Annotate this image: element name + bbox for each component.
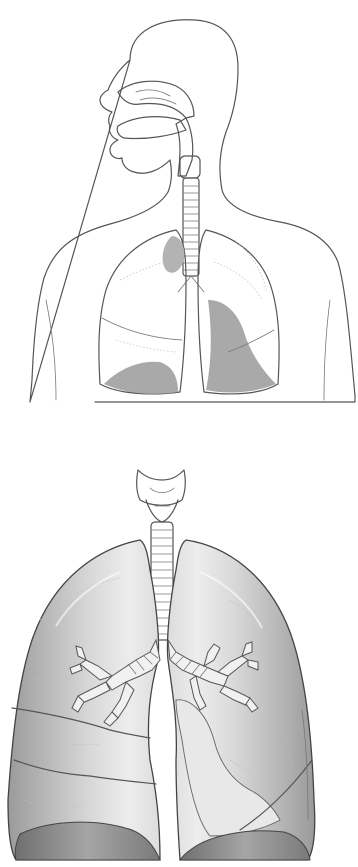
left-lung-shadow-top xyxy=(206,300,276,392)
right-lung-shadow-top xyxy=(104,362,178,394)
lungs-top xyxy=(99,230,279,394)
larynx xyxy=(137,470,186,522)
upper-body-panel xyxy=(30,20,355,402)
isolated-lungs-panel xyxy=(8,470,315,860)
oral-cavity xyxy=(117,117,186,139)
right-arm-line xyxy=(324,300,330,400)
trachea-top xyxy=(178,156,204,292)
heart-shadow-top xyxy=(163,236,185,273)
nasal-turbinates xyxy=(136,90,176,104)
left-arm-line xyxy=(46,300,56,400)
body-silhouette xyxy=(30,20,355,402)
nasal-cavity xyxy=(118,81,194,118)
